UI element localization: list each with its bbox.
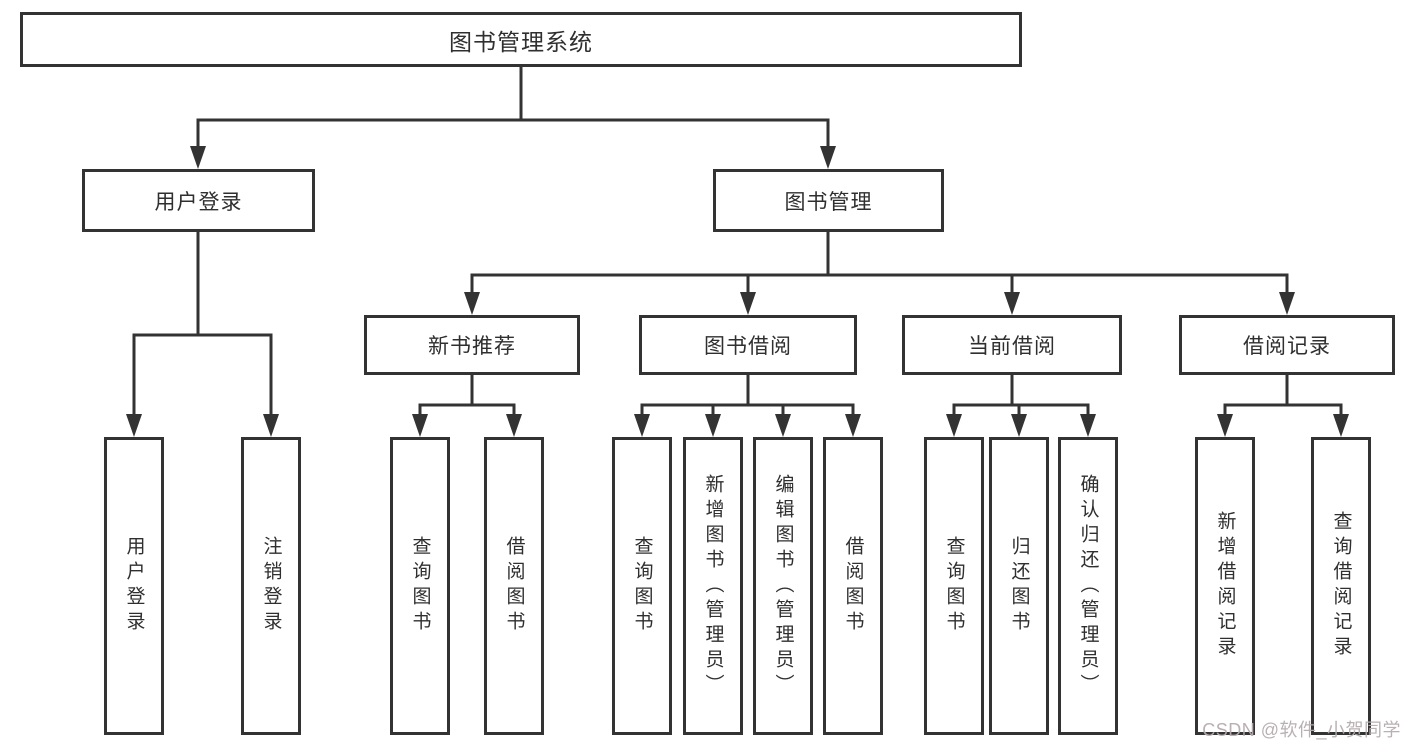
leaf-newbooks-borrow-books: 借阅图书	[484, 437, 544, 735]
leaf-borrow-borrow-books: 借阅图书	[823, 437, 883, 735]
node-root-system: 图书管理系统	[20, 12, 1022, 67]
leaf-logout-label: 注销登录	[260, 536, 282, 636]
node-book-management-label: 图书管理	[784, 190, 873, 214]
arrowheads	[126, 146, 1349, 437]
leaf-borrow-query-books-label: 查询图书	[631, 536, 653, 636]
node-current-borrow: 当前借阅	[902, 315, 1122, 375]
leaf-records-query-record: 查询借阅记录	[1311, 437, 1371, 735]
node-borrow-records-label: 借阅记录	[1243, 335, 1331, 358]
leaf-current-confirm-return-admin-label: 确认归还（管理员）	[1077, 473, 1099, 699]
node-new-book-recommend: 新书推荐	[364, 315, 580, 375]
leaf-records-query-record-label: 查询借阅记录	[1330, 511, 1352, 661]
leaf-current-confirm-return-admin: 确认归还（管理员）	[1058, 437, 1118, 735]
leaf-user-login-label: 用户登录	[123, 536, 145, 636]
node-book-borrow: 图书借阅	[639, 315, 857, 375]
leaf-borrow-query-books: 查询图书	[612, 437, 672, 735]
leaf-records-add-record: 新增借阅记录	[1195, 437, 1255, 735]
node-book-borrow-label: 图书借阅	[704, 335, 792, 358]
leaf-current-query-books: 查询图书	[924, 437, 984, 735]
leaf-newbooks-borrow-books-label: 借阅图书	[503, 536, 525, 636]
node-current-borrow-label: 当前借阅	[968, 335, 1056, 358]
leaf-newbooks-query-books: 查询图书	[390, 437, 450, 735]
leaf-borrow-add-books-admin-label: 新增图书（管理员）	[702, 473, 724, 699]
leaf-user-login: 用户登录	[104, 437, 164, 735]
leaf-newbooks-query-books-label: 查询图书	[409, 536, 431, 636]
leaf-current-return-books-label: 归还图书	[1008, 536, 1030, 636]
csdn-watermark: CSDN @软件_小贺同学	[1202, 720, 1401, 740]
node-user-login: 用户登录	[82, 169, 315, 232]
leaf-logout: 注销登录	[241, 437, 301, 735]
leaf-current-query-books-label: 查询图书	[943, 536, 965, 636]
node-book-management: 图书管理	[713, 169, 944, 232]
leaf-current-return-books: 归还图书	[989, 437, 1049, 735]
connector-paths	[132, 67, 1343, 415]
node-new-book-recommend-label: 新书推荐	[428, 335, 516, 358]
leaf-borrow-add-books-admin: 新增图书（管理员）	[683, 437, 743, 735]
leaf-records-add-record-label: 新增借阅记录	[1214, 511, 1236, 661]
node-user-login-label: 用户登录	[154, 190, 243, 214]
node-borrow-records: 借阅记录	[1179, 315, 1395, 375]
leaf-borrow-edit-books-admin: 编辑图书（管理员）	[753, 437, 813, 735]
leaf-borrow-edit-books-admin-label: 编辑图书（管理员）	[772, 473, 794, 699]
leaf-borrow-borrow-books-label: 借阅图书	[842, 536, 864, 636]
node-root-label: 图书管理系统	[449, 28, 593, 55]
